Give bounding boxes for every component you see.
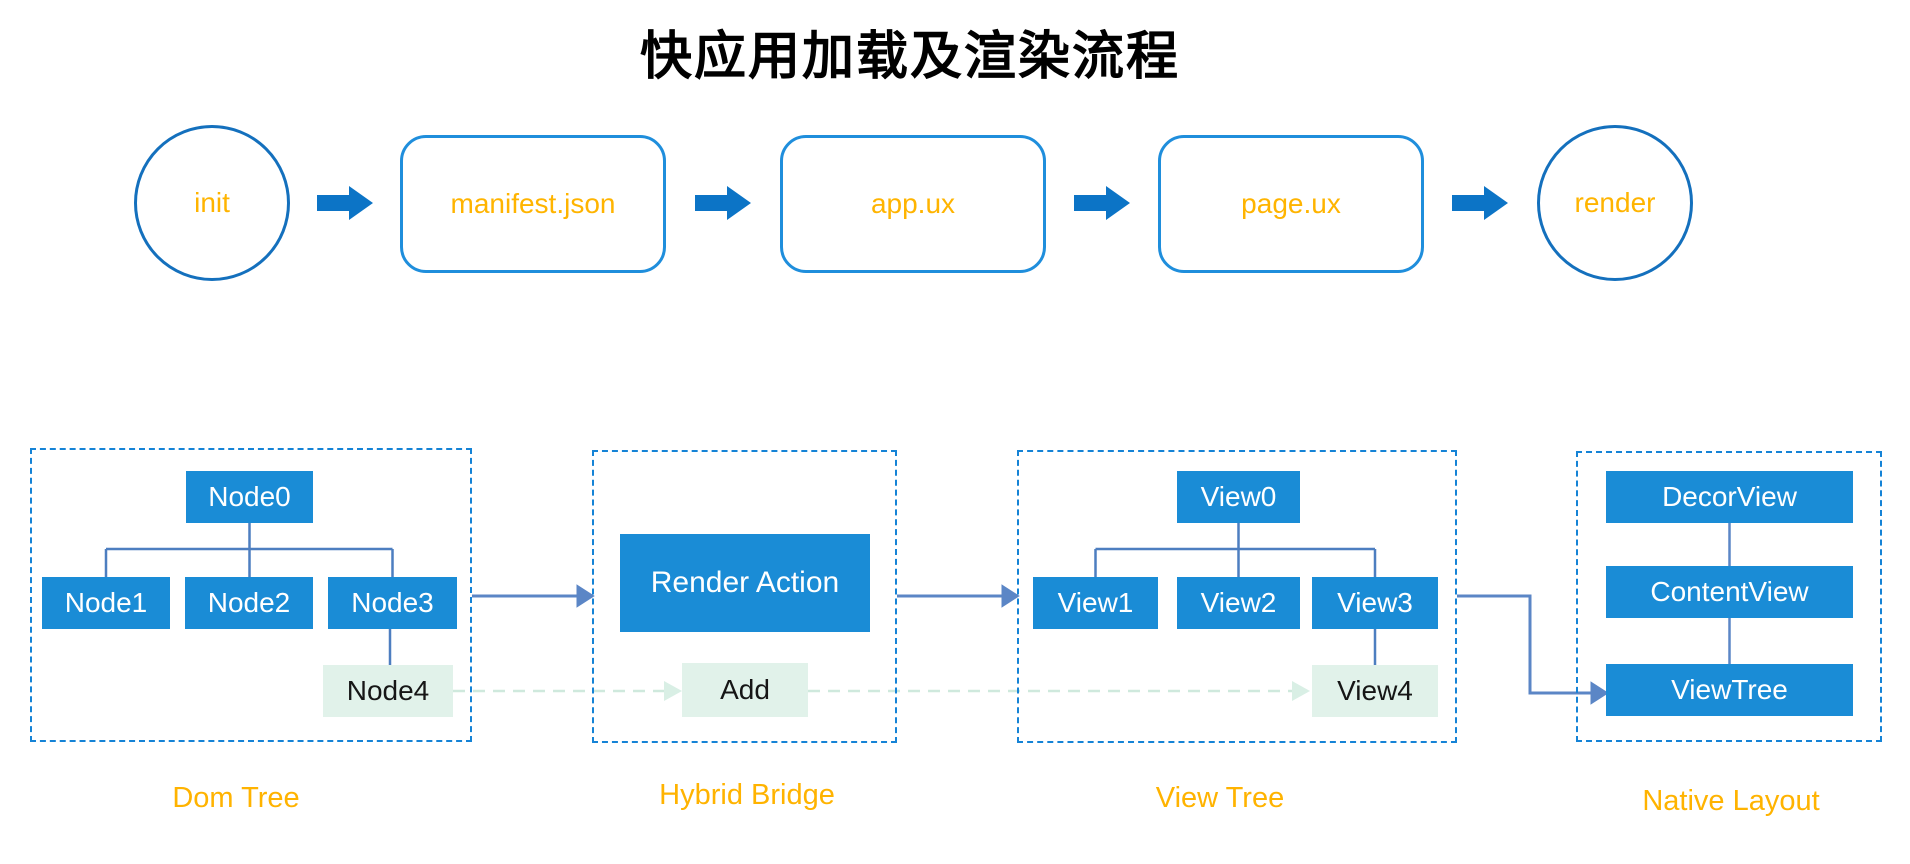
group-flow-arrows — [472, 584, 1609, 705]
contentview-box: ContentView — [1606, 566, 1853, 618]
group-native-layout — [1576, 451, 1882, 742]
block-arrow-page-to-render-icon — [1452, 186, 1508, 220]
node-node2-label: Node2 — [207, 587, 291, 618]
view-view1: View1 — [1033, 577, 1158, 629]
flow-step-init: init — [134, 125, 290, 281]
view-view3: View3 — [1312, 577, 1438, 629]
block-arrow-app-to-page-icon — [1074, 186, 1130, 220]
viewtree-box: ViewTree — [1606, 664, 1853, 716]
dashed-arrow-add-to-view4-head — [1292, 681, 1310, 701]
view-view3-label: View3 — [1337, 587, 1413, 618]
flow-block-arrows — [317, 186, 1508, 220]
group-label-hybrid-bridge: Hybrid Bridge — [659, 779, 835, 811]
arrow-view-to-native — [1457, 594, 1592, 695]
node-node0: Node0 — [186, 471, 313, 523]
flow-step-app: app.ux — [780, 135, 1046, 273]
view-view0: View0 — [1177, 471, 1300, 523]
view-view2-label: View2 — [1200, 587, 1277, 618]
view-view4-pending: View4 — [1312, 665, 1438, 717]
node-node1: Node1 — [42, 577, 170, 629]
decorview-box: DecorView — [1606, 471, 1853, 523]
block-arrow-init-to-manifest-icon — [317, 186, 373, 220]
group-hybrid-bridge — [592, 450, 897, 743]
add-box-label: Add — [720, 674, 770, 705]
arrow-view-to-native-head — [1590, 681, 1609, 705]
flow-step-page: page.ux — [1158, 135, 1424, 273]
viewtree-label: ViewTree — [1671, 674, 1788, 705]
dashed-arrow-node4-to-add-head — [664, 681, 682, 701]
view-view4-label: View4 — [1337, 675, 1413, 706]
block-arrow-manifest-to-app-icon — [695, 186, 751, 220]
render-action-label: Render Action — [650, 566, 840, 599]
group-label-view-tree: View Tree — [1155, 782, 1285, 814]
group-label-dom-tree: Dom Tree — [172, 782, 300, 814]
flow-step-manifest: manifest.json — [400, 135, 666, 273]
node-node3: Node3 — [328, 577, 457, 629]
arrow-bridge-to-view-head — [1001, 584, 1020, 608]
node-node2: Node2 — [185, 577, 313, 629]
render-action-box: Render Action — [620, 534, 870, 632]
view-view0-label: View0 — [1200, 481, 1277, 512]
group-dom-tree — [30, 448, 472, 742]
decorview-label: DecorView — [1662, 481, 1797, 512]
flow-step-page-label: page.ux — [1241, 188, 1341, 219]
flow-step-manifest-label: manifest.json — [450, 188, 616, 219]
node-node0-label: Node0 — [208, 481, 291, 512]
flow-step-init-label: init — [194, 187, 230, 218]
diagram-title: 快应用加载及渲染流程 — [639, 29, 1180, 86]
view-view1-label: View1 — [1057, 587, 1134, 618]
flow-step-render-label: render — [1574, 187, 1656, 218]
group-label-native-layout: Native Layout — [1642, 785, 1820, 817]
node-node4-pending: Node4 — [323, 665, 453, 717]
dom-tree-connectors — [104, 523, 394, 665]
flow-step-app-label: app.ux — [870, 188, 956, 219]
pending-flow-arrows — [453, 681, 1310, 701]
arrow-dom-to-bridge-head — [576, 584, 595, 608]
flow-step-render: render — [1537, 125, 1693, 281]
node-node1-label: Node1 — [64, 587, 148, 618]
contentview-label: ContentView — [1650, 576, 1809, 607]
view-tree-connectors — [1094, 523, 1377, 665]
group-view-tree — [1017, 450, 1457, 743]
node-node4-label: Node4 — [346, 675, 430, 706]
node-node3-label: Node3 — [351, 587, 434, 618]
view-view2: View2 — [1177, 577, 1300, 629]
add-box-pending: Add — [682, 663, 808, 717]
